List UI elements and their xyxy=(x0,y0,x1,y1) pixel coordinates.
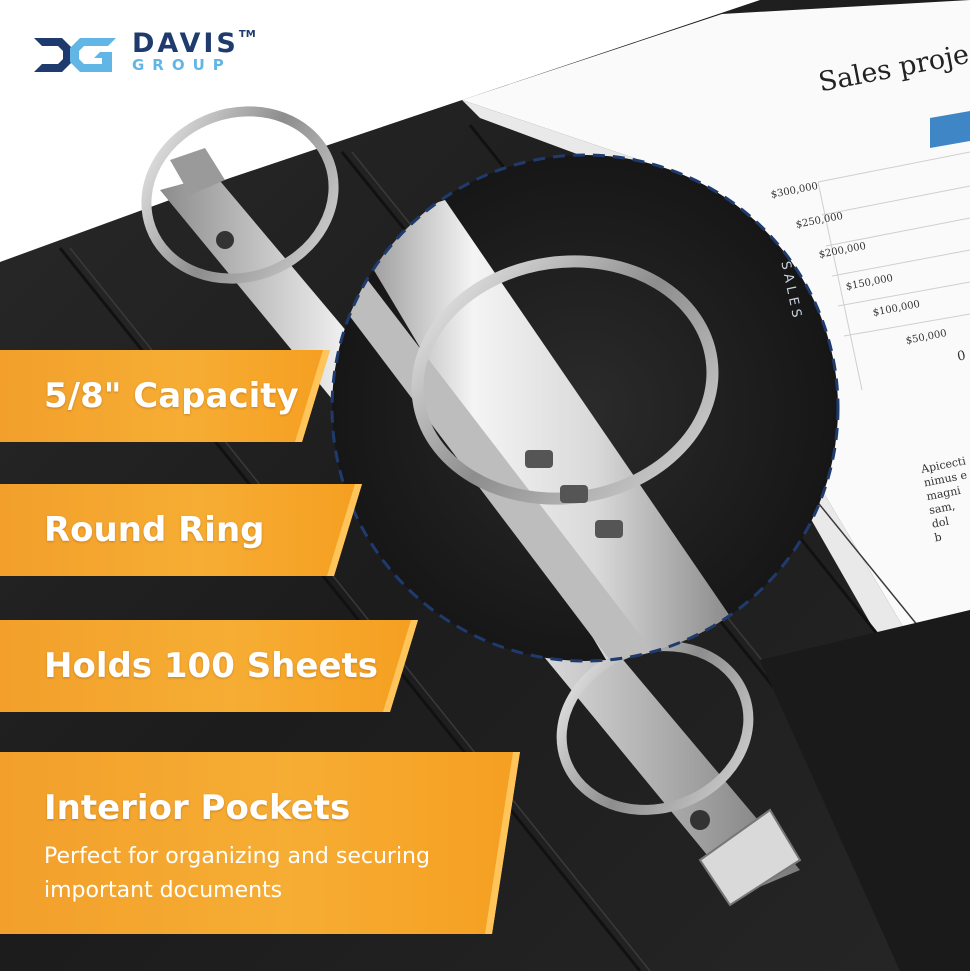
dg-monogram-icon xyxy=(34,38,116,72)
chart-bar xyxy=(930,110,970,149)
feature-banner-round-ring: Round Ring xyxy=(0,484,362,576)
feature-banner-interior-pockets: Interior Pockets Perfect for organizing … xyxy=(0,752,520,934)
feature-label: Holds 100 Sheets xyxy=(44,646,378,686)
feature-label: 5/8" Capacity xyxy=(44,376,299,416)
brand-tagline: GROUP xyxy=(132,56,232,74)
top-ring xyxy=(141,106,339,284)
zoom-detail xyxy=(332,155,838,661)
bottom-ring-lever xyxy=(698,808,802,907)
feature-label: Interior Pockets xyxy=(44,788,351,828)
brand-name: DAVISTM xyxy=(132,28,256,59)
trademark: TM xyxy=(238,29,256,40)
interior-pocket xyxy=(760,610,970,971)
zoom-outline xyxy=(330,153,840,663)
feature-banner-capacity: 5/8" Capacity xyxy=(0,350,330,442)
brand-monogram-space xyxy=(34,34,118,70)
feature-banner-holds-sheets: Holds 100 Sheets xyxy=(0,620,418,712)
feature-description: Perfect for organizing and securing impo… xyxy=(44,844,430,903)
chart-gridlines xyxy=(817,151,970,391)
document-sheet xyxy=(462,0,970,630)
brand-logo: DAVISTM GROUP xyxy=(34,30,256,73)
feature-label: Round Ring xyxy=(44,510,265,550)
